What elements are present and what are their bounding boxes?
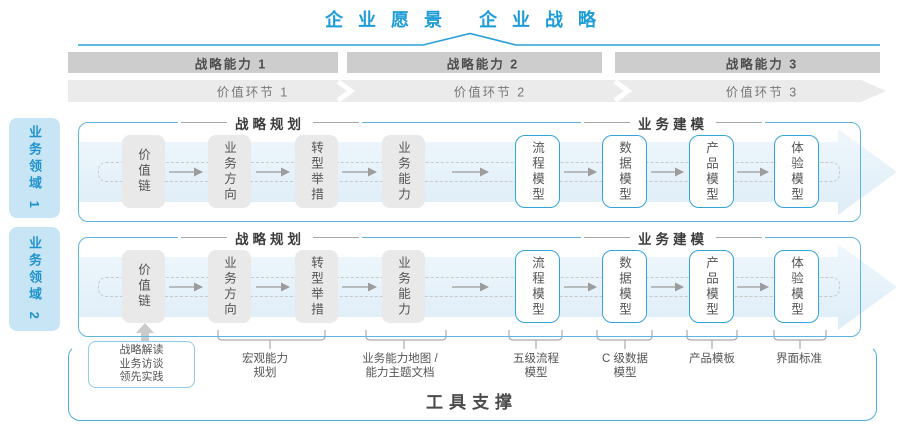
- modeling-header-label: 业务建模: [638, 231, 708, 247]
- vision-title: 企业愿景: [325, 10, 457, 30]
- planning-header-label: 战略规划: [235, 116, 305, 132]
- page-title: 企业愿景 企业战略: [325, 6, 611, 32]
- bracket-connectors: [217, 330, 827, 349]
- value-link-2-label: 价值环节 2: [453, 85, 527, 100]
- box-business-capability: 业务能力: [382, 250, 425, 323]
- tool-support-container: [68, 345, 877, 421]
- up-arrow-icon: [136, 323, 154, 347]
- bracket-icon: [686, 330, 738, 349]
- modeling-header-label: 业务建模: [638, 116, 708, 132]
- modeling-header-row2: 业务建模: [581, 229, 765, 247]
- box-business-capability: 业务能力: [382, 135, 425, 208]
- capability-band-2: [347, 52, 602, 73]
- planning-header-label: 战略规划: [235, 231, 305, 247]
- capability-band-3: [615, 52, 880, 73]
- label-c-level-data-model: C 级数据 模型: [602, 352, 648, 380]
- label-ui-standard: 界面标准: [776, 352, 822, 366]
- label-product-template: 产品模板: [689, 352, 735, 366]
- label-line: 模型: [613, 367, 637, 379]
- label-line: 规划: [253, 367, 277, 379]
- bracket-icon: [773, 330, 827, 349]
- dashed-track-row2: [98, 277, 840, 297]
- label-line: 产品模板: [689, 353, 735, 365]
- box-value-chain: 价值链: [122, 250, 165, 323]
- value-link-3-label: 价值环节 3: [725, 85, 799, 100]
- label-line: 五级流程: [513, 353, 559, 365]
- header-line: [181, 122, 227, 123]
- bracket-icon: [596, 330, 653, 349]
- capability-band-1: [68, 52, 338, 73]
- capability-band-2-label: 战略能力 2: [446, 57, 520, 72]
- planning-header-row2: 战略规划: [178, 229, 362, 247]
- box-experience-model: 体验模型: [774, 250, 819, 323]
- domain-label-1: 业务领域 1: [9, 118, 60, 218]
- top-connector-line: [78, 32, 880, 46]
- planning-header-row1: 战略规划: [178, 114, 362, 132]
- chevron-separator-icon: [336, 79, 356, 103]
- practice-line-1: 战略解读: [119, 344, 164, 357]
- label-line: 能力主题文档: [365, 367, 435, 379]
- box-process-model: 流程模型: [515, 250, 560, 323]
- bracket-icon: [508, 330, 563, 349]
- header-line: [313, 237, 359, 238]
- box-transformation-initiatives: 转型举措: [295, 135, 338, 208]
- practice-line-2: 业务访谈: [119, 357, 164, 370]
- domain-label-2: 业务领域 2: [9, 227, 60, 331]
- box-data-model: 数据模型: [602, 135, 647, 208]
- dashed-track-row1: [98, 162, 840, 182]
- box-business-direction: 业务方向: [208, 250, 251, 323]
- strategy-title: 企业战略: [479, 10, 611, 30]
- row-container-1: [78, 122, 861, 222]
- chevron-separator-icon: [613, 79, 633, 103]
- label-capability-map-docs: 业务能力地图 / 能力主题文档: [362, 352, 437, 380]
- label-macro-capability-planning: 宏观能力 规划: [242, 352, 288, 380]
- header-line: [584, 237, 630, 238]
- practice-line-3: 领先实践: [119, 371, 164, 384]
- practice-box: 战略解读 业务访谈 领先实践: [88, 341, 195, 388]
- box-data-model: 数据模型: [602, 250, 647, 323]
- capability-band-1-label: 战略能力 1: [194, 57, 268, 72]
- header-line: [313, 122, 359, 123]
- box-process-model: 流程模型: [515, 135, 560, 208]
- label-line: C 级数据: [602, 353, 648, 365]
- label-line: 业务能力地图 /: [362, 353, 438, 365]
- box-business-direction: 业务方向: [208, 135, 251, 208]
- label-line: 界面标准: [776, 353, 822, 365]
- modeling-header-row1: 业务建模: [581, 114, 765, 132]
- bracket-icon: [365, 330, 447, 349]
- box-transformation-initiatives: 转型举措: [295, 250, 338, 323]
- value-link-1-label: 价值环节 1: [216, 85, 290, 100]
- header-line: [181, 237, 227, 238]
- header-line: [716, 122, 762, 123]
- value-link-arrow-band: [68, 79, 886, 103]
- tool-support-title: 工具支撑: [426, 393, 518, 412]
- capability-band-3-label: 战略能力 3: [725, 57, 799, 72]
- label-line: 模型: [524, 367, 548, 379]
- box-product-model: 产品模型: [689, 250, 734, 323]
- bracket-icon: [217, 330, 326, 349]
- header-line: [584, 122, 630, 123]
- row-container-2: [78, 237, 861, 337]
- label-line: 宏观能力: [242, 353, 288, 365]
- label-l5-process-model: 五级流程 模型: [513, 352, 559, 380]
- header-line: [716, 237, 762, 238]
- box-experience-model: 体验模型: [774, 135, 819, 208]
- box-product-model: 产品模型: [689, 135, 734, 208]
- box-value-chain: 价值链: [122, 135, 165, 208]
